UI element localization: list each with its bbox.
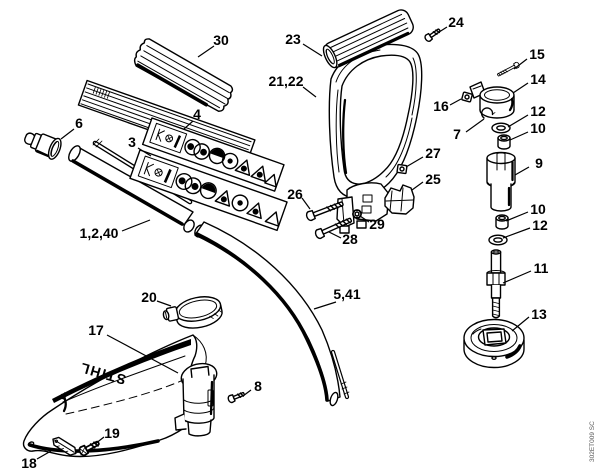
callout-23: 23	[285, 31, 301, 47]
leader-lines	[36, 26, 532, 460]
callout-30: 30	[213, 32, 229, 48]
callout-4: 4	[193, 106, 201, 122]
callout-24: 24	[448, 14, 464, 30]
diagram-code-watermark: 302ET009 SC	[589, 421, 596, 462]
callout-13: 13	[531, 306, 547, 322]
clamp-half-25	[384, 184, 415, 215]
callout-29: 29	[369, 216, 385, 232]
nut-29	[352, 209, 362, 219]
hose-clamp-20	[162, 296, 223, 329]
mount-clamp-14	[469, 81, 515, 119]
callout-20: 20	[141, 289, 157, 305]
limiter-blade-18	[52, 436, 77, 456]
callout-1-2-40: 1,2,40	[80, 225, 119, 241]
shaft-11	[486, 249, 506, 319]
callout-17: 17	[88, 322, 104, 338]
callout-9: 9	[535, 155, 543, 171]
end-cap-6	[24, 132, 62, 160]
screw-8	[226, 389, 247, 405]
label-strip-3	[129, 149, 288, 232]
callout-26: 26	[287, 186, 303, 202]
screw-24	[423, 26, 443, 44]
callout-16: 16	[433, 98, 449, 114]
callout-25: 25	[425, 171, 441, 187]
callout-18: 18	[21, 455, 37, 471]
loop-handle-21-22	[328, 43, 423, 234]
callout-12-lower: 12	[532, 217, 548, 233]
callout-10-lower: 10	[530, 201, 546, 217]
square-nut-16	[460, 91, 474, 103]
washer-12-lower	[488, 234, 508, 246]
callout-8: 8	[254, 378, 262, 394]
screw-15	[496, 61, 521, 79]
label-strip-4	[141, 117, 285, 192]
callout-5-41: 5,41	[333, 286, 360, 302]
callout-21-22: 21,22	[268, 73, 303, 89]
callout-27: 27	[425, 145, 441, 161]
callout-12-upper: 12	[530, 103, 546, 119]
square-nut-27	[396, 163, 408, 175]
deflector-17: STIHL	[22, 334, 218, 458]
screw-19	[77, 437, 102, 458]
callout-6: 6	[75, 115, 83, 131]
callout-28: 28	[342, 231, 358, 247]
snap-ring-7	[480, 107, 496, 119]
callout-10-upper: 10	[530, 120, 546, 136]
callout-labels: 30 23 24 21,22 15 14 16 12 10 7 9 27 25 …	[21, 14, 548, 471]
callout-14: 14	[530, 71, 546, 87]
callout-19: 19	[104, 425, 120, 441]
clutch-drum-13	[463, 318, 525, 369]
grip-sleeve-30	[133, 38, 234, 112]
washer-12-upper	[491, 122, 511, 134]
bushing-10-lower	[495, 214, 509, 230]
callout-15: 15	[529, 46, 545, 62]
bushing-10-upper	[497, 134, 511, 150]
coupling-sleeve-9	[486, 151, 516, 212]
drive-shaft-housing-5-41	[194, 221, 350, 407]
handle-grip-23	[322, 9, 414, 69]
callout-3: 3	[128, 134, 136, 150]
callout-11: 11	[534, 260, 549, 276]
callout-7: 7	[453, 126, 461, 142]
